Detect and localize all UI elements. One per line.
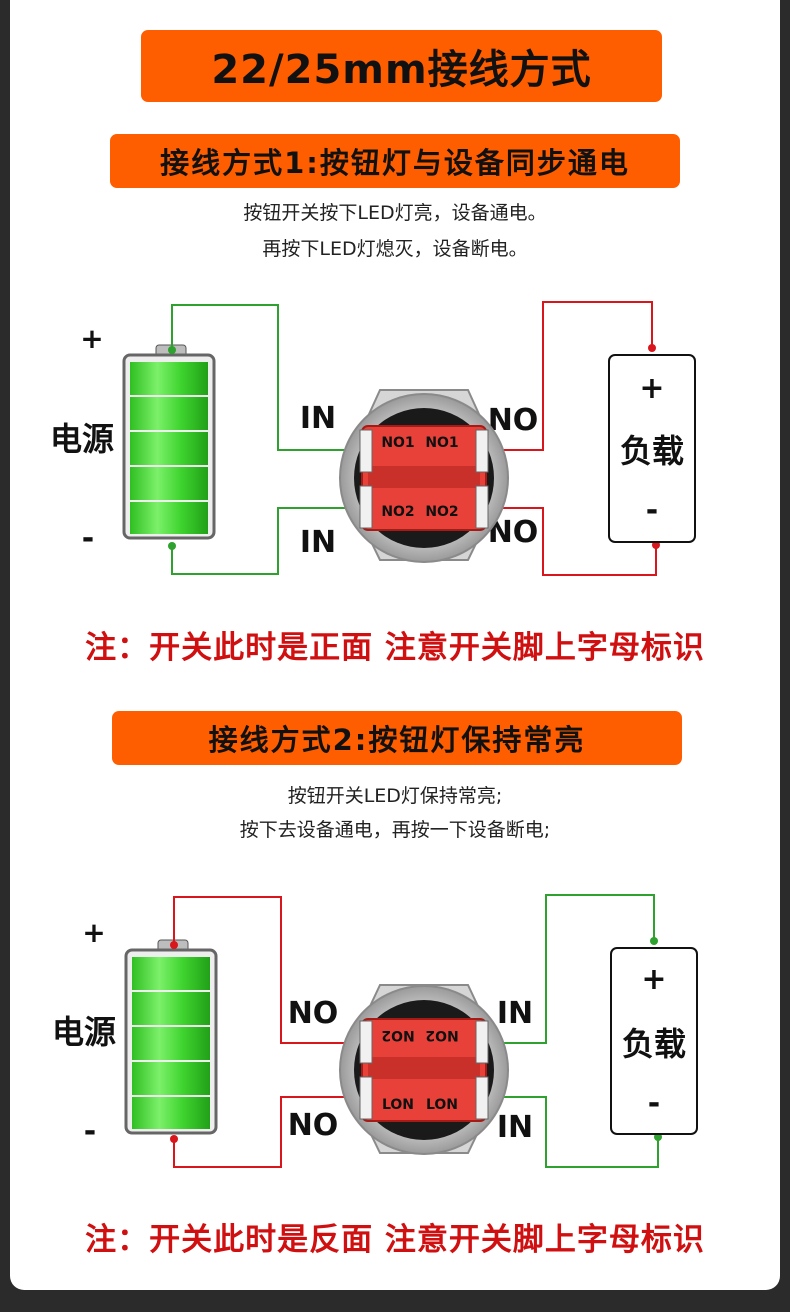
pin-label-bottom-left: LON [382, 1097, 414, 1113]
left-top-label: NO [288, 996, 339, 1031]
wiring-diagram-1: + 电源 - IN IN NO NO NO1 NO1 NO2 NO2 [50, 301, 696, 576]
power-label: 电源 [52, 1013, 116, 1051]
wire-load-negative [468, 507, 657, 576]
right-bottom-label: IN [497, 1110, 533, 1145]
wire-negative [173, 1096, 360, 1168]
page-title: 22/25mm接线方式 [141, 30, 662, 102]
right-top-label: NO [488, 403, 539, 438]
load-box [608, 354, 696, 543]
pin-label-top-left: NO2 [381, 1027, 414, 1043]
wire-positive [173, 896, 360, 1044]
wire-load-positive [468, 894, 655, 1044]
wire-negative [171, 507, 360, 575]
load-label: 负载 [622, 1025, 686, 1063]
pin-label-top-left: NO1 [381, 435, 414, 451]
load-minus-label: - [648, 1086, 660, 1121]
left-bottom-label: NO [288, 1108, 339, 1143]
power-label: 电源 [50, 420, 114, 458]
battery-icon [124, 939, 218, 1135]
push-button-switch-front: NO2 NO2 LON LON [338, 984, 510, 1155]
pin-label-bottom-right: LON [426, 1097, 458, 1113]
section1-desc-line1: 按钮开关按下LED灯亮，设备通电。 [243, 202, 547, 224]
section2-note: 注：开关此时是反面 注意开关脚上字母标识 [85, 1222, 705, 1258]
load-box [610, 947, 698, 1135]
right-top-label: IN [497, 996, 533, 1031]
section2-desc-line1: 按钮开关LED灯保持常亮; [287, 785, 503, 807]
pin-label-bottom-left: NO2 [381, 504, 414, 520]
wiring-diagram-2: + 电源 - NO NO IN IN NO2 NO2 LON LON + 负载 … [52, 894, 698, 1168]
power-minus-label: - [82, 521, 94, 556]
pin-label-top-right: NO2 [425, 1027, 458, 1043]
push-button-switch-rear: NO1 NO1 NO2 NO2 [338, 389, 510, 563]
battery-icon [122, 344, 216, 540]
wire-positive [171, 304, 360, 451]
left-top-label: IN [300, 401, 336, 436]
section2-desc-line2: 按下去设备通电，再按一下设备断电; [239, 819, 551, 841]
load-label: 负载 [620, 432, 684, 470]
left-bottom-label: IN [300, 525, 336, 560]
wire-load-negative [468, 1096, 659, 1168]
section1-note: 注：开关此时是正面 注意开关脚上字母标识 [85, 630, 705, 666]
power-plus-label: + [80, 322, 103, 355]
power-plus-label: + [82, 916, 105, 949]
wire-load-positive [468, 301, 653, 451]
load-minus-label: - [646, 493, 658, 528]
section1-title: 接线方式1:按钮灯与设备同步通电 [110, 134, 680, 188]
section2-title: 接线方式2:按钮灯保持常亮 [112, 711, 682, 765]
pin-label-bottom-right: NO2 [425, 504, 458, 520]
power-minus-label: - [84, 1114, 96, 1149]
section1-desc-line2: 再按下LED灯熄灭，设备断电。 [262, 238, 528, 260]
load-plus-label: + [641, 962, 666, 997]
load-plus-label: + [639, 371, 664, 406]
pin-label-top-right: NO1 [425, 435, 458, 451]
